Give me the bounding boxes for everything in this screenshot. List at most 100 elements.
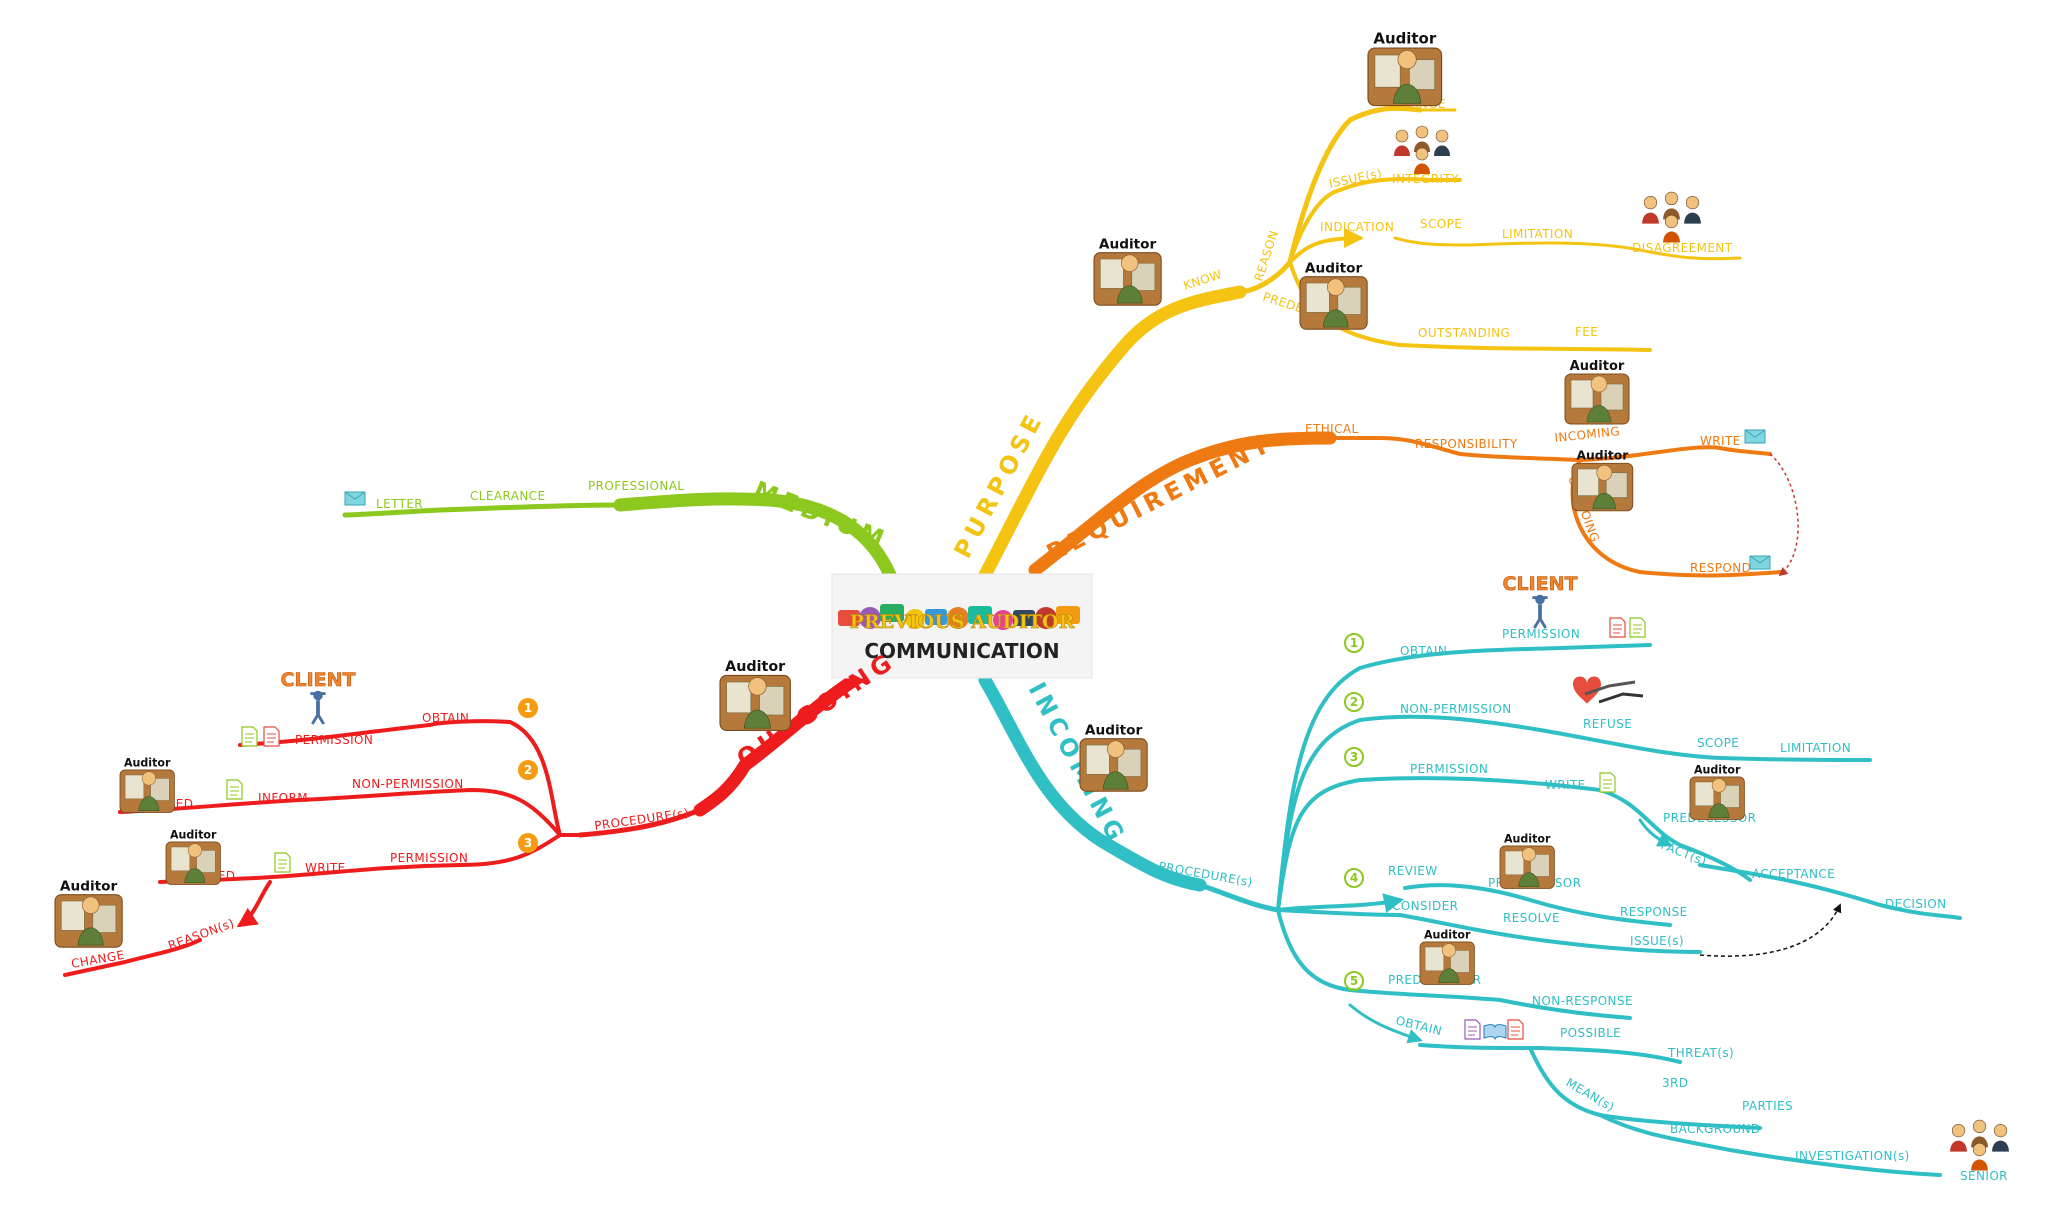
- document-green-icon: [1629, 617, 1646, 638]
- incoming-investigations: INVESTIGATION(s): [1795, 1149, 1910, 1163]
- outgoing-branch: [63, 663, 877, 977]
- outgoing-num-1: 1: [524, 701, 532, 715]
- document-red-icon: [1507, 1019, 1524, 1040]
- purpose-integrity: INTEGRITY: [1392, 172, 1459, 186]
- requirement-label: REQUIREMENT: [1042, 429, 1278, 568]
- incoming-obtain1: OBTAIN: [1400, 644, 1447, 658]
- document-red-icon: [263, 726, 280, 747]
- auditor-caption: Auditor: [1570, 359, 1625, 374]
- document-red-icon: [1609, 617, 1626, 638]
- client-caption: CLIENT: [281, 669, 356, 691]
- title-line2: COMMUNICATION: [864, 639, 1059, 663]
- medium-professional: PROFESSIONAL: [588, 479, 684, 493]
- incoming-third: 3RD: [1662, 1076, 1688, 1090]
- requirement-incoming: INCOMING: [1554, 424, 1621, 445]
- auditor-change-out-icon: Auditor: [54, 879, 123, 948]
- outgoing-num-2: 2: [524, 763, 532, 777]
- auditor-caption: Auditor: [1373, 30, 1436, 48]
- auditor-caption: Auditor: [1504, 833, 1551, 846]
- document-green-icon: [1599, 772, 1616, 793]
- auditor-predecessor4-icon: Auditor: [1499, 833, 1555, 889]
- auditor-caption: Auditor: [1305, 261, 1363, 277]
- envelope-icon: [1744, 429, 1766, 444]
- requirement-respond: RESPOND: [1690, 561, 1751, 575]
- document-green-icon: [241, 726, 258, 747]
- people-group-icon: [1394, 125, 1450, 174]
- incoming-background: BACKGROUND: [1670, 1122, 1761, 1136]
- central-title: PREVIOUS AUDITOR COMMUNICATION: [831, 573, 1093, 679]
- auditor-proposed1-icon: Auditor: [119, 757, 175, 813]
- incoming-response: RESPONSE: [1620, 905, 1688, 919]
- incoming-threats: THREAT(s): [1667, 1046, 1734, 1060]
- issues-decision-connector: [1699, 903, 1842, 957]
- auditor-outgoing-branch-icon: Auditor: [719, 659, 791, 731]
- incoming-num-4: 4: [1350, 871, 1358, 885]
- incoming-parties: PARTIES: [1742, 1099, 1793, 1113]
- outgoing-write: WRITE: [305, 861, 346, 875]
- purpose-outstanding: OUTSTANDING: [1418, 326, 1510, 340]
- book-icon: [1483, 1024, 1507, 1041]
- incoming-limitation: LIMITATION: [1780, 741, 1851, 755]
- auditor-know-icon: Auditor: [1093, 237, 1162, 306]
- incoming-issues: ISSUE(s): [1630, 934, 1684, 948]
- outgoing-permission1: PERMISSION: [295, 733, 373, 747]
- people-group-icon: [1642, 191, 1701, 243]
- auditor-caption: Auditor: [1424, 929, 1471, 942]
- auditor-predecessor3-icon: Auditor: [1689, 764, 1745, 820]
- envelope-icon: [344, 491, 366, 506]
- incoming-consider: CONSIDER: [1392, 899, 1458, 913]
- incoming-review: REVIEW: [1388, 864, 1438, 878]
- requirement-responsibility: RESPONSIBILITY: [1415, 437, 1518, 451]
- auditor-caption: Auditor: [1694, 764, 1741, 777]
- incoming-decision: DECISION: [1885, 897, 1947, 911]
- speech-bubbles-icon: [838, 604, 1080, 630]
- title-line1: PREVIOUS AUDITOR: [850, 611, 1075, 633]
- auditor-caption: Auditor: [170, 829, 217, 842]
- incoming-num-1: 1: [1350, 636, 1358, 650]
- client-caption: CLIENT: [1503, 573, 1578, 595]
- incoming-non-response: NON-RESPONSE: [1532, 994, 1633, 1008]
- auditor-caption: Auditor: [1576, 449, 1629, 463]
- incoming-facts: FACT(s): [1659, 838, 1709, 869]
- medium-letter: LETTER: [376, 497, 423, 511]
- outgoing-obtain: OBTAIN: [422, 711, 469, 725]
- auditor-caption: Auditor: [60, 879, 118, 895]
- client-figure-icon: CLIENT: [1502, 573, 1578, 629]
- document-purple-icon: [1464, 1019, 1481, 1040]
- incoming-non-permission: NON-PERMISSION: [1400, 702, 1512, 716]
- auditor-predecessor-icon: Auditor: [1299, 261, 1368, 330]
- purpose-scope: SCOPE: [1420, 217, 1462, 231]
- auditor-proposed3-icon: Auditor: [165, 829, 221, 885]
- requirement-ethical: ETHICAL: [1305, 422, 1359, 436]
- medium-branch: [342, 492, 897, 582]
- medium-label: MEDIUM: [750, 476, 893, 555]
- icon-layer: AuditorAuditorAuditorAuditorAuditorAudit…: [54, 30, 2009, 1171]
- document-green-icon: [226, 779, 243, 800]
- auditor-caption: Auditor: [1099, 237, 1157, 253]
- incoming-senior: SENIOR: [1960, 1169, 2008, 1183]
- people-group-icon: [1950, 1119, 2009, 1171]
- incoming-refuse: REFUSE: [1583, 717, 1632, 731]
- client-figure-icon: CLIENT: [280, 669, 356, 725]
- auditor-caption: Auditor: [725, 659, 786, 675]
- incoming-write: WRITE: [1545, 778, 1586, 792]
- purpose-limitation: LIMITATION: [1502, 227, 1573, 241]
- outgoing-reasons: REASON(s): [166, 916, 236, 953]
- auditor-incoming-branch-icon: Auditor: [1079, 723, 1148, 792]
- incoming-numbers: [1344, 633, 1364, 991]
- incoming-possible: POSSIBLE: [1560, 1026, 1621, 1040]
- purpose-disagreement: DISAGREEMENT: [1632, 241, 1733, 255]
- auditor-predecessor5-icon: Auditor: [1419, 929, 1475, 985]
- incoming-acceptance: ACCEPTANCE: [1752, 867, 1835, 881]
- incoming-permission3: PERMISSION: [1410, 762, 1488, 776]
- write-respond-connector: [1769, 453, 1799, 577]
- incoming-scope: SCOPE: [1697, 736, 1739, 750]
- purpose-fee: FEE: [1575, 325, 1598, 339]
- incoming-num-5: 5: [1350, 974, 1358, 988]
- outgoing-numbers: 1 2 3: [518, 698, 538, 853]
- incoming-branch: [978, 643, 1962, 1177]
- purpose-know: KNOW: [1182, 267, 1224, 293]
- requirement-write: WRITE: [1700, 434, 1741, 448]
- auditor-caption: Auditor: [1085, 723, 1143, 739]
